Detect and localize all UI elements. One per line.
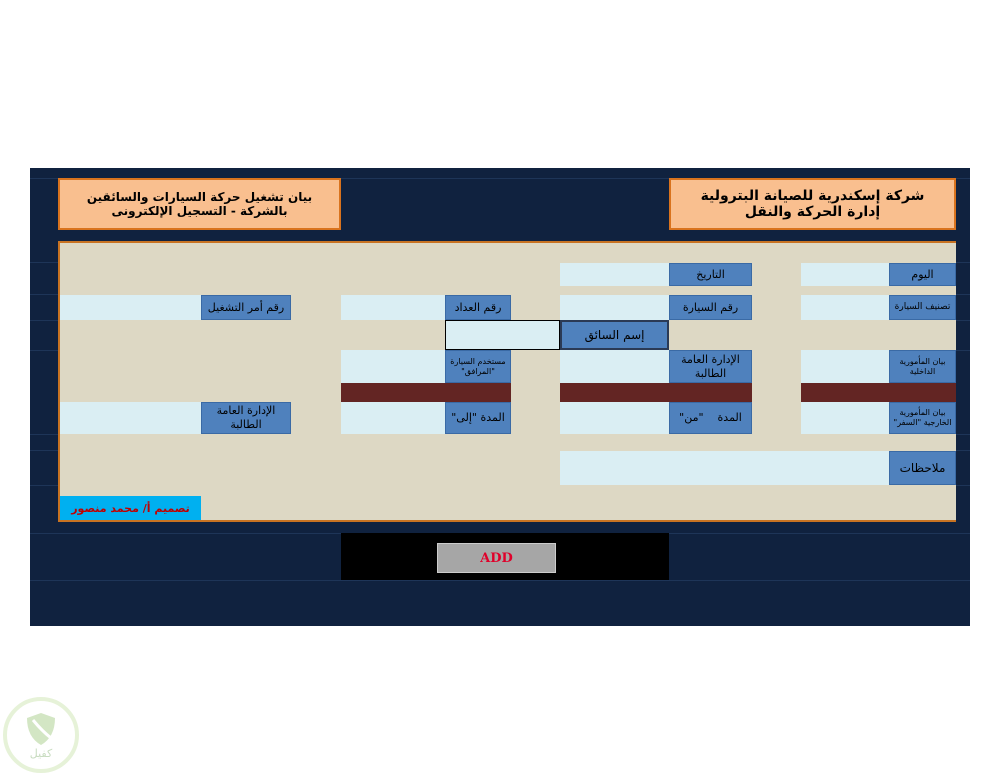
- car-number-input[interactable]: [560, 295, 669, 320]
- add-button[interactable]: ADD: [437, 543, 556, 573]
- date-input[interactable]: [560, 263, 669, 286]
- internal-mission-label: بيان المأمورية الداخلية: [889, 350, 956, 383]
- requesting-dept-2-label: الإدارة العامة الطالبة: [201, 402, 291, 434]
- external-mission-input[interactable]: [801, 402, 889, 434]
- shield-icon: [27, 712, 55, 745]
- external-mission-label: بيان المأمورية الخارجية "السفر": [889, 402, 956, 434]
- separator-bar: [341, 383, 511, 402]
- work-order-label: رقم أمر التشغيل: [201, 295, 291, 320]
- car-class-input[interactable]: [801, 295, 889, 320]
- car-number-label: رقم السيارة: [669, 295, 752, 320]
- duration-to-input[interactable]: [341, 402, 445, 434]
- date-label: التاريخ: [669, 263, 752, 286]
- separator-bar: [560, 383, 752, 402]
- odometer-label: رقم العداد: [445, 295, 511, 320]
- requesting-dept-input[interactable]: [560, 350, 669, 383]
- requesting-dept-2-input[interactable]: [60, 402, 201, 434]
- grid-line: [30, 178, 970, 179]
- driver-name-label: إسم السائق: [560, 320, 669, 350]
- internal-mission-input[interactable]: [801, 350, 889, 383]
- car-user-label: مستخدم السيارة "المرافق": [445, 350, 511, 383]
- designer-credit: تصميم أ/ محمد منصور: [60, 496, 201, 520]
- separator-bar: [801, 383, 956, 402]
- duration-from-input[interactable]: [560, 402, 669, 434]
- day-label: اليوم: [889, 263, 956, 286]
- company-title-box: شركة إسكندرية للصيانة البترولية إدارة ال…: [669, 178, 956, 230]
- grid-line: [30, 580, 970, 581]
- requesting-dept-label: الإدارة العامة الطالبة: [669, 350, 752, 383]
- work-order-input[interactable]: [60, 295, 201, 320]
- company-name: شركة إسكندرية للصيانة البترولية: [700, 188, 925, 204]
- notes-input[interactable]: [560, 451, 889, 485]
- odometer-input[interactable]: [341, 295, 445, 320]
- car-class-label: تصنيف السيارة: [889, 295, 956, 320]
- day-input[interactable]: [801, 263, 889, 286]
- car-user-input[interactable]: [341, 350, 445, 383]
- watermark-logo: كفيل: [3, 697, 79, 773]
- duration-from-label: المدة "من": [669, 402, 752, 434]
- duration-to-label: المدة "إلى": [445, 402, 511, 434]
- form-title: بيان تشغيل حركة السيارات والسائقين بالشر…: [58, 178, 341, 230]
- logo-text: كفيل: [29, 746, 53, 760]
- driver-name-input[interactable]: [445, 320, 560, 350]
- notes-label: ملاحظات: [889, 451, 956, 485]
- department-name: إدارة الحركة والنقل: [744, 204, 881, 220]
